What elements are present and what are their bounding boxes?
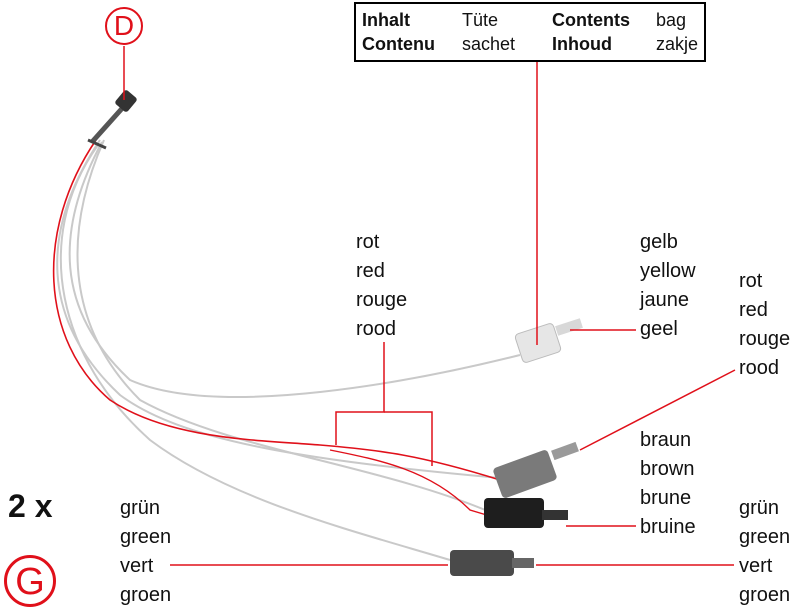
connector-brown xyxy=(493,441,579,498)
label-green-right-fr: vert xyxy=(739,555,773,577)
contents-r1c4: bag xyxy=(656,10,687,30)
label-red-center-en: red xyxy=(356,260,385,282)
wire-green xyxy=(59,144,451,561)
contents-r1c2: Tüte xyxy=(462,10,499,30)
contents-box: Inhalt Tüte Contents bag Contenu sachet … xyxy=(354,2,706,62)
label-red-center-de: rot xyxy=(356,231,380,253)
badge-d: D xyxy=(105,7,143,45)
label-yellow-de: gelb xyxy=(640,231,678,253)
label-green-left-de: grün xyxy=(120,497,161,519)
label-green-left-fr: vert xyxy=(120,555,154,577)
contents-r2c1: Contenu xyxy=(362,34,435,54)
leader-red-center-b xyxy=(384,411,433,466)
wire-bundle xyxy=(56,139,521,561)
label-green-left-nl: groen xyxy=(120,584,172,606)
leader-red-center-a xyxy=(335,342,385,445)
connector-black xyxy=(484,498,568,528)
label-red-right-nl: rood xyxy=(739,357,780,379)
label-green-right-de: grün xyxy=(739,497,780,519)
label-red-right-de: rot xyxy=(739,270,763,292)
label-red-right-fr: rouge xyxy=(739,328,791,350)
contents-r2c2: sachet xyxy=(462,34,516,54)
label-yellow-nl: geel xyxy=(640,318,678,340)
label-brown: braun brown brune bruine xyxy=(640,426,696,542)
badge-g: G xyxy=(4,555,56,607)
contents-r2c3: Inhoud xyxy=(552,34,612,54)
label-green-right: grün green vert groen xyxy=(739,494,790,610)
label-green-left: grün green vert groen xyxy=(120,494,171,610)
contents-r1c1: Inhalt xyxy=(362,10,410,30)
contents-r1c3: Contents xyxy=(552,10,630,30)
label-yellow: gelb yellow jaune geel xyxy=(640,228,696,344)
badge-g-text: G xyxy=(15,561,45,603)
leader-lines xyxy=(123,46,736,566)
label-red-right-en: red xyxy=(739,299,768,321)
label-red-center-fr: rouge xyxy=(356,289,408,311)
label-brown-nl: bruine xyxy=(640,516,696,538)
label-yellow-en: yellow xyxy=(640,260,696,282)
label-red-center: rot red rouge rood xyxy=(356,228,407,344)
label-yellow-fr: jaune xyxy=(640,289,689,311)
wire-grey-1 xyxy=(56,139,501,479)
wire-grey-2 xyxy=(76,139,491,513)
label-red-center-nl: rood xyxy=(356,318,397,340)
connector-green xyxy=(450,550,534,576)
label-green-right-nl: groen xyxy=(739,584,791,606)
label-red-right: rot red rouge rood xyxy=(739,267,790,383)
wire-red xyxy=(52,139,501,481)
badge-d-text: D xyxy=(113,10,135,41)
contents-r2c4: zakje xyxy=(656,34,699,54)
label-brown-de: braun xyxy=(640,429,692,451)
connector-yellow xyxy=(514,318,583,363)
label-brown-fr: brune xyxy=(640,487,692,509)
label-green-left-en: green xyxy=(120,526,172,548)
wire-red-branch xyxy=(329,449,491,517)
label-brown-en: brown xyxy=(640,458,695,480)
label-green-right-en: green xyxy=(739,526,791,548)
connector-d xyxy=(87,90,137,150)
quantity-label: 2 x xyxy=(8,488,53,524)
leader-red-right xyxy=(579,369,736,451)
wire-yellow xyxy=(68,141,521,398)
